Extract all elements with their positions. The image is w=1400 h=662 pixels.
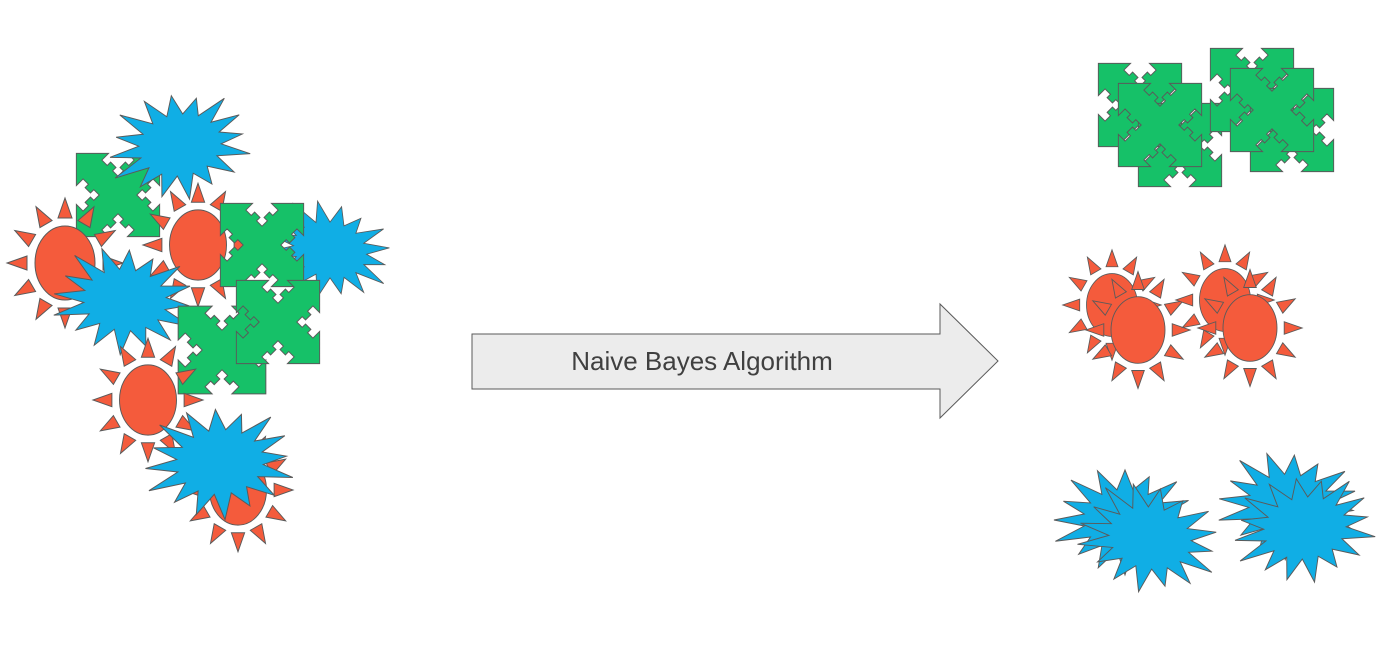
arrow-shape — [471, 302, 999, 420]
output-group-star — [1053, 452, 1376, 594]
star-burst-icon — [145, 408, 294, 522]
input-mixed-cluster — [5, 94, 390, 554]
star-burst-icon — [109, 94, 251, 201]
arrow-label: Naive Bayes Algorithm — [571, 346, 833, 376]
star-burst-icon — [53, 247, 191, 357]
plus-arrow-icon — [1117, 82, 1203, 168]
sun-icon — [1084, 270, 1192, 390]
star-burst-icon — [1234, 477, 1376, 584]
plus-arrow-icon — [235, 279, 321, 365]
output-group-sun — [1061, 243, 1304, 390]
plus-arrow-icon — [219, 202, 305, 288]
process-arrow: Naive Bayes Algorithm — [471, 302, 999, 420]
plus-arrow-icon — [1229, 67, 1315, 153]
output-group-plus — [1097, 47, 1335, 188]
star-burst-icon — [1077, 482, 1217, 594]
sun-icon — [1196, 268, 1304, 388]
